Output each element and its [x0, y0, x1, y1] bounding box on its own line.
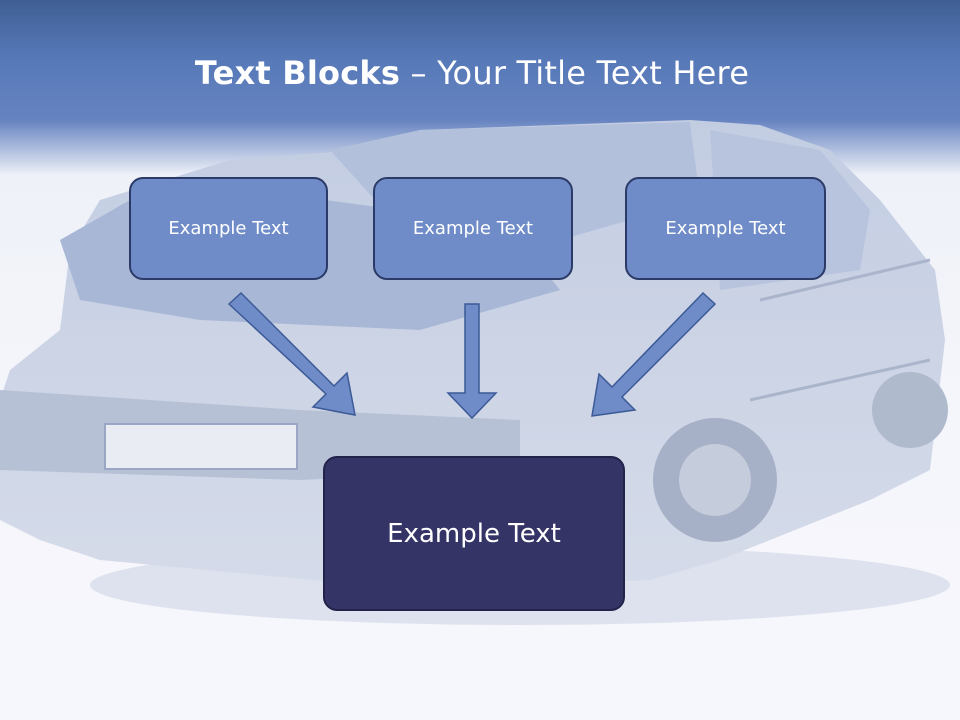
- text-block-2[interactable]: Example Text: [373, 177, 573, 280]
- main-text-block-label: Example Text: [387, 518, 561, 549]
- title-rest: Your Title Text Here: [437, 54, 750, 92]
- slide-title: Text Blocks – Your Title Text Here: [0, 54, 944, 92]
- text-block-3-label: Example Text: [665, 218, 786, 239]
- title-bold: Text Blocks: [194, 54, 401, 92]
- title-dash: –: [400, 54, 438, 92]
- text-block-3[interactable]: Example Text: [625, 177, 826, 280]
- text-block-1-label: Example Text: [168, 218, 289, 239]
- main-text-block[interactable]: Example Text: [323, 456, 625, 611]
- text-block-2-label: Example Text: [412, 218, 534, 239]
- text-block-1[interactable]: Example Text: [129, 177, 328, 280]
